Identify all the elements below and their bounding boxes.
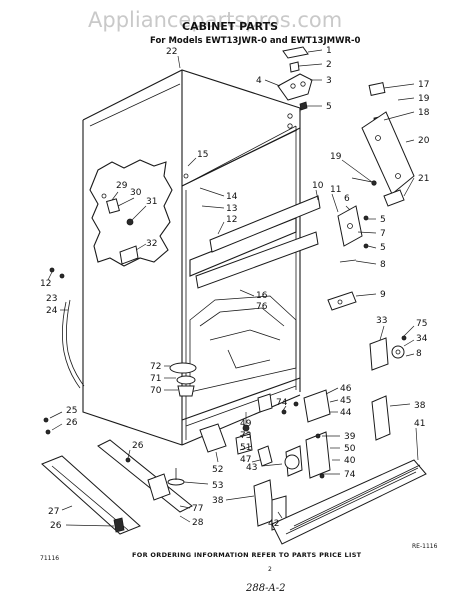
callout-53: 53 bbox=[212, 481, 223, 491]
callout-2: 2 bbox=[326, 60, 332, 70]
callout-77: 77 bbox=[192, 504, 203, 514]
watermark: Appliancepartspros.com bbox=[88, 8, 342, 32]
callout-70: 70 bbox=[150, 386, 162, 396]
callout-5-mid2: 5 bbox=[380, 243, 386, 253]
callout-33: 33 bbox=[376, 316, 387, 326]
callout-26-mid: 26 bbox=[132, 441, 144, 451]
door-stop bbox=[327, 291, 357, 311]
door-stop-assembly bbox=[351, 82, 415, 207]
callout-28: 28 bbox=[192, 518, 204, 528]
callout-24: 24 bbox=[46, 306, 58, 316]
callout-46: 46 bbox=[340, 384, 352, 394]
callout-43: 43 bbox=[246, 463, 257, 473]
callout-12-left: 12 bbox=[40, 279, 51, 289]
callout-22: 22 bbox=[166, 47, 177, 57]
callout-42: 42 bbox=[268, 519, 279, 529]
callout-73: 73 bbox=[240, 431, 251, 441]
cutaway-panel bbox=[89, 159, 173, 267]
callout-7: 7 bbox=[380, 229, 386, 239]
lower-mechanical-parts bbox=[199, 393, 303, 531]
callout-5-top: 5 bbox=[326, 102, 332, 112]
callout-38-right: 38 bbox=[414, 401, 426, 411]
callout-47: 47 bbox=[240, 455, 251, 465]
left-fasteners bbox=[43, 417, 51, 435]
callout-16: 16 bbox=[256, 291, 268, 301]
callout-40: 40 bbox=[344, 456, 356, 466]
page-number: 2 bbox=[268, 566, 272, 573]
callout-26-left: 26 bbox=[66, 418, 78, 428]
callout-31: 31 bbox=[146, 197, 157, 207]
toe-grille bbox=[271, 395, 427, 545]
callout-74-upper: 74 bbox=[276, 398, 288, 408]
top-hinge-assembly bbox=[277, 46, 313, 111]
footer-code: 71116 bbox=[40, 555, 59, 562]
callout-45: 45 bbox=[340, 396, 351, 406]
callout-1: 1 bbox=[326, 46, 332, 56]
leveling-leg bbox=[167, 468, 185, 486]
callout-21: 21 bbox=[418, 174, 429, 184]
callout-18: 18 bbox=[418, 108, 430, 118]
callout-74-lower: 74 bbox=[344, 470, 356, 480]
callout-19-side: 19 bbox=[330, 152, 342, 162]
callout-25: 25 bbox=[66, 406, 77, 416]
callout-75: 75 bbox=[416, 319, 427, 329]
callout-41: 41 bbox=[414, 419, 425, 429]
ordering-note: FOR ORDERING INFORMATION REFER TO PARTS … bbox=[132, 551, 362, 559]
callout-50: 50 bbox=[344, 444, 356, 454]
callout-17: 17 bbox=[418, 80, 429, 90]
callout-52: 52 bbox=[212, 465, 223, 475]
base-rail-assembly bbox=[41, 439, 193, 535]
drain-pan-assembly bbox=[169, 362, 197, 397]
callout-27: 27 bbox=[48, 507, 59, 517]
callout-29: 29 bbox=[116, 181, 128, 191]
callout-26-bottom: 26 bbox=[50, 521, 62, 531]
callout-34: 34 bbox=[416, 334, 428, 344]
callouts: 1 2 3 4 5 22 15 17 19 18 20 19 21 29 30 … bbox=[40, 46, 430, 531]
plate-code: RE-1116 bbox=[412, 543, 438, 550]
center-hinge-assembly bbox=[195, 195, 369, 289]
callout-9: 9 bbox=[380, 290, 386, 300]
diagram-subtitle: For Models EWT13JWR-0 and EWT13JMWR-0 bbox=[150, 36, 361, 46]
callout-32: 32 bbox=[146, 239, 157, 249]
callout-14: 14 bbox=[226, 192, 238, 202]
callout-3: 3 bbox=[326, 76, 332, 86]
lower-hinge-bracket bbox=[369, 335, 407, 371]
callout-72: 72 bbox=[150, 362, 161, 372]
callout-38-left: 38 bbox=[212, 496, 224, 506]
callout-8-upper: 8 bbox=[380, 260, 386, 270]
callout-30: 30 bbox=[130, 188, 142, 198]
diagram-title: CABINET PARTS bbox=[182, 20, 278, 33]
callout-15: 15 bbox=[197, 150, 208, 160]
callout-5-mid1: 5 bbox=[380, 215, 386, 225]
callout-13: 13 bbox=[226, 204, 237, 214]
cabinet-shell bbox=[82, 69, 301, 446]
callout-6: 6 bbox=[344, 194, 350, 204]
callout-4: 4 bbox=[256, 76, 262, 86]
callout-10: 10 bbox=[312, 181, 324, 191]
callout-12-upper: 12 bbox=[226, 215, 237, 225]
callout-76: 76 bbox=[256, 302, 268, 312]
callout-49: 49 bbox=[240, 419, 252, 429]
wire-tube bbox=[49, 267, 85, 389]
callout-44: 44 bbox=[340, 408, 352, 418]
callout-11: 11 bbox=[330, 185, 341, 195]
callout-71: 71 bbox=[150, 374, 161, 384]
callout-8-lower: 8 bbox=[416, 349, 422, 359]
handwritten-code: 288-A-2 bbox=[245, 583, 285, 594]
callout-39: 39 bbox=[344, 432, 356, 442]
callout-20: 20 bbox=[418, 136, 430, 146]
callout-51: 51 bbox=[240, 443, 251, 453]
right-lower-brackets bbox=[281, 389, 331, 479]
callout-23: 23 bbox=[46, 294, 57, 304]
callout-19-top: 19 bbox=[418, 94, 430, 104]
